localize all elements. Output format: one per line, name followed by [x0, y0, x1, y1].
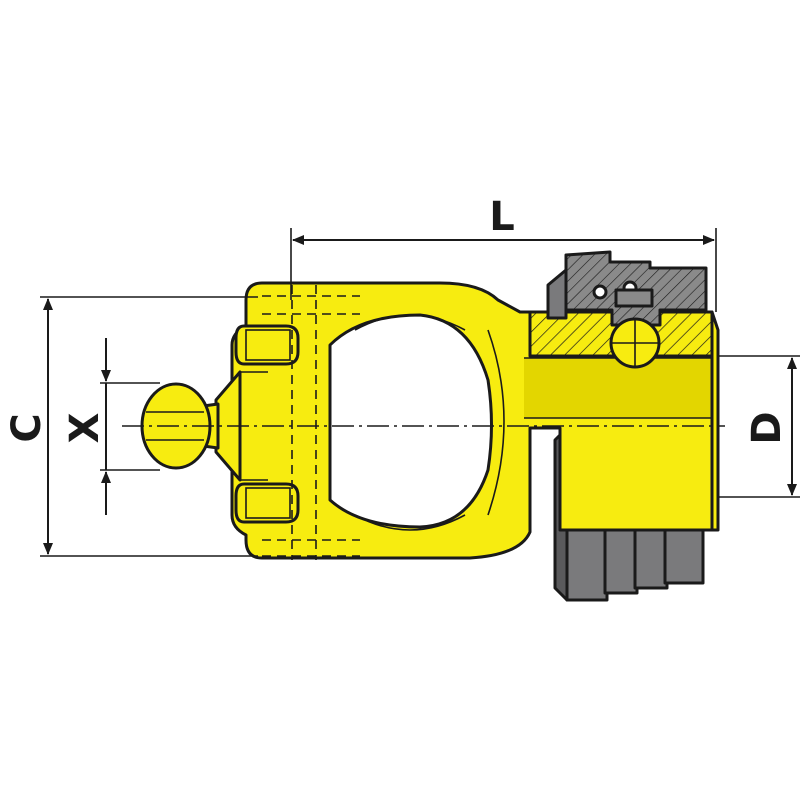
- dimension-X: X: [62, 338, 160, 515]
- locking-collar: [546, 250, 708, 369]
- dimension-C-label: C: [4, 413, 50, 442]
- dimension-C: C: [4, 296, 258, 557]
- dimension-X-label: X: [62, 412, 108, 443]
- dimension-D: D: [718, 355, 800, 498]
- dimension-L: L: [290, 194, 717, 312]
- dimension-L-label: L: [489, 194, 515, 240]
- yoke-eye-opening: [328, 313, 493, 529]
- dimension-D-label: D: [744, 411, 790, 444]
- hidden-edges: [262, 285, 360, 560]
- yoke-body: [230, 281, 720, 560]
